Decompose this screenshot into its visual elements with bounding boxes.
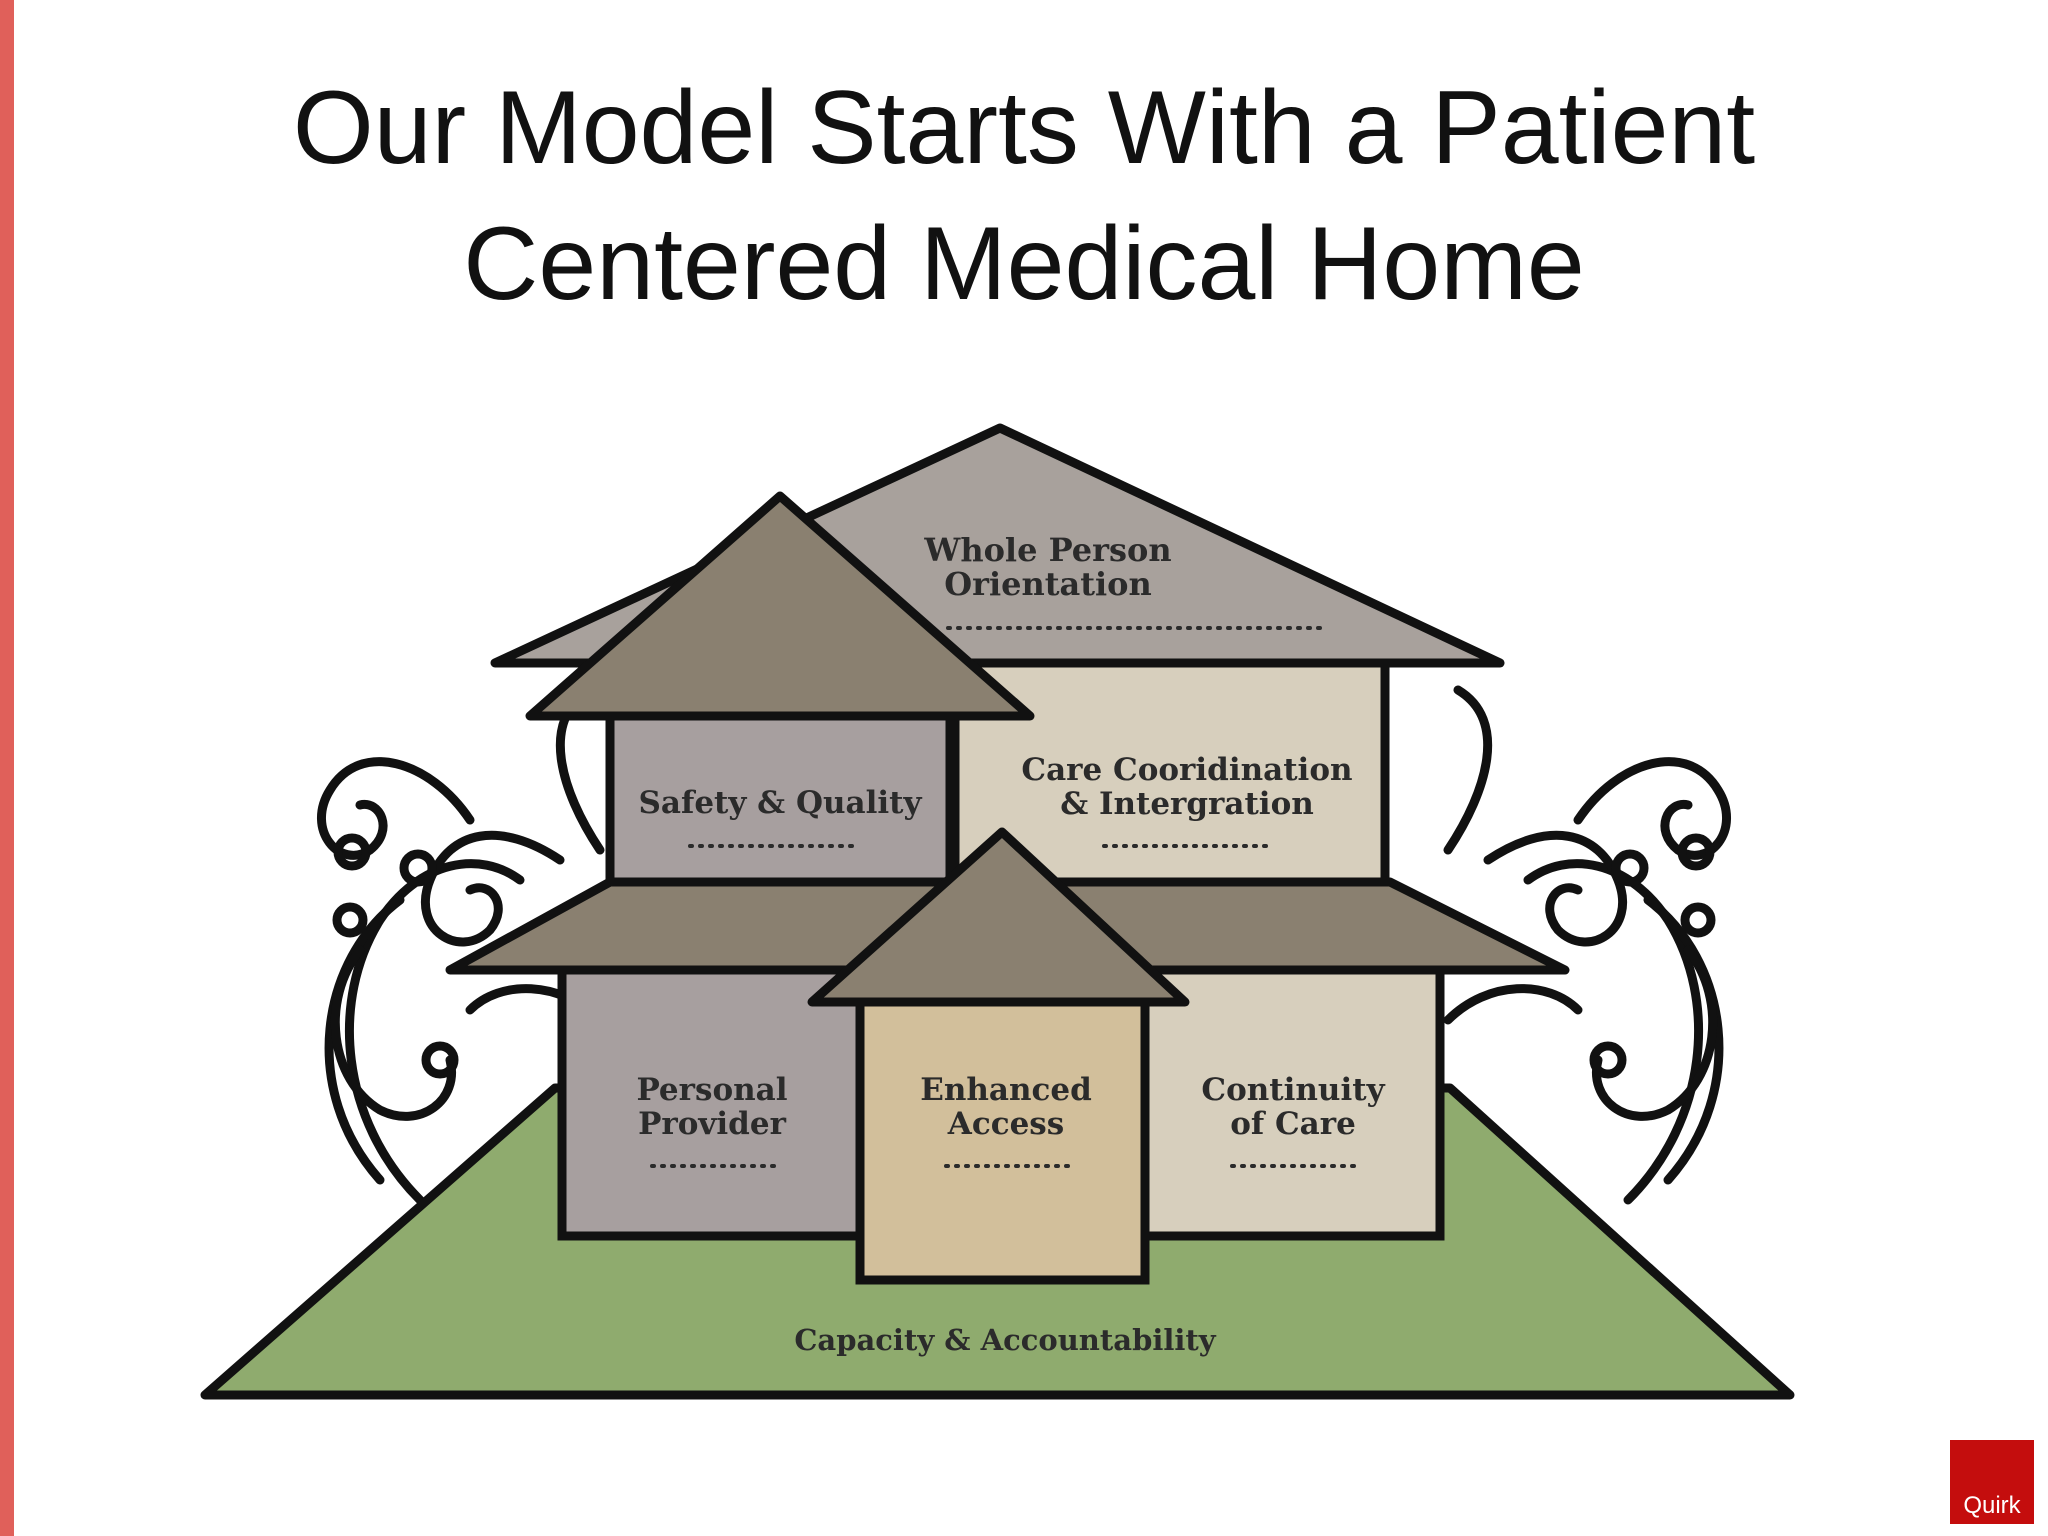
label-care-coordination-line-1: Care Cooridination (1021, 752, 1352, 788)
label-whole-person-line-2: Orientation (944, 565, 1152, 603)
page-title-line-1: Our Model Starts With a Patient (292, 70, 1756, 186)
label-continuity-care-line-2: of Care (1230, 1106, 1356, 1142)
label-enhanced-access-line-1: Enhanced (920, 1072, 1092, 1108)
logo-text: Quirk (1963, 1492, 2021, 1519)
label-enhanced-access-line-2: Access (947, 1106, 1064, 1142)
label-safety-quality: Safety & Quality (639, 785, 923, 821)
label-whole-person-line-1: Whole Person (923, 531, 1171, 569)
page-title: Our Model Starts With a Patient Centered… (0, 60, 2048, 332)
label-continuity-care-line-1: Continuity (1201, 1072, 1385, 1108)
label-capacity-accountability: Capacity & Accountability (794, 1323, 1216, 1357)
wall-continuity-care (1135, 965, 1445, 1241)
label-care-coordination-line-2: & Intergration (1060, 786, 1314, 822)
right-swirl-ornament (1443, 685, 1732, 1205)
quirk-logo: Quirk (1950, 1440, 2034, 1524)
accent-bar (0, 0, 14, 1536)
label-personal-provider-line-2: Provider (638, 1106, 787, 1142)
door-enhanced-access (855, 997, 1150, 1285)
wall-personal-provider (557, 965, 867, 1241)
label-personal-provider-line-1: Personal (636, 1072, 787, 1108)
page-title-line-2: Centered Medical Home (463, 206, 1585, 322)
